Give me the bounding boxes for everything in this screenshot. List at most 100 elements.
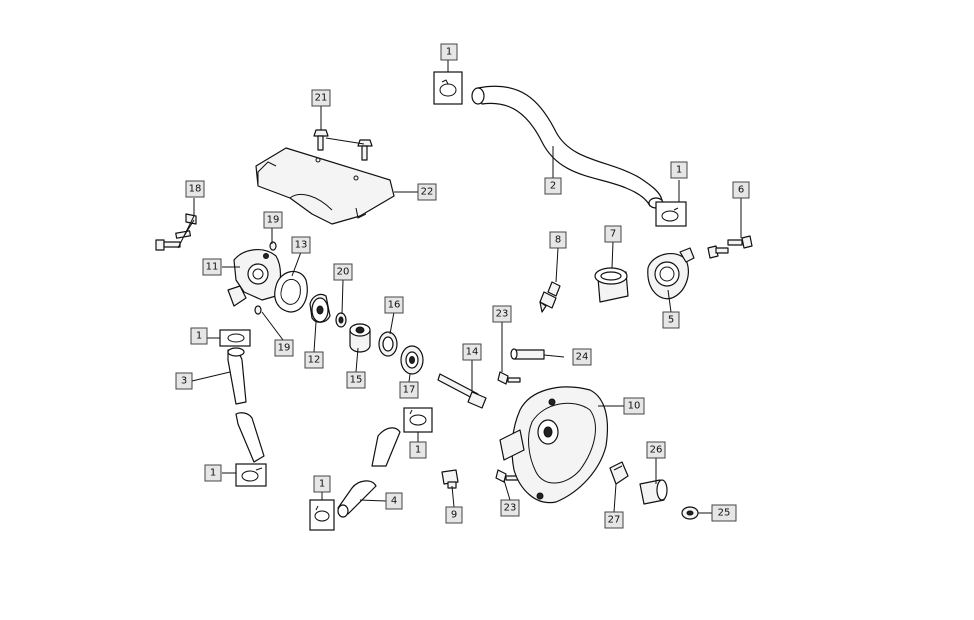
label-text-26: 26 [650,445,663,456]
part-23-screws [495,371,521,483]
label-26: 26 [646,441,666,459]
part-21-screws [313,129,373,161]
part-12-impeller [309,293,331,323]
label-18: 18 [185,180,205,198]
part-1-clamp-mid [403,407,433,433]
label-15: 15 [346,371,366,389]
label-1-left-upper: 1 [190,327,208,345]
part-18-bolts [155,213,197,251]
label-text-1-bottom: 1 [319,479,325,490]
part-8-sensor [539,281,561,313]
label-21: 21 [311,89,331,107]
label-3: 3 [175,372,193,390]
label-text-8: 8 [555,235,561,246]
part-1-clamp-right [655,201,687,227]
label-text-25: 25 [718,508,731,519]
part-22-cover [255,147,395,225]
label-11: 11 [202,258,222,276]
label-12: 12 [304,351,324,369]
part-5-thermostat-cover [647,247,695,300]
part-16-bearing [378,331,398,357]
label-text-2: 2 [550,181,556,192]
label-5: 5 [662,311,680,329]
part-1-clamp-bottom [309,499,335,531]
part-13-gasket [274,270,308,313]
part-1-clamp-top [433,71,463,105]
label-4: 4 [385,492,403,510]
label-19-bottom: 19 [274,339,294,357]
part-3-hose [227,347,265,463]
label-text-1-right: 1 [676,165,682,176]
label-text-14: 14 [466,347,479,358]
part-7-thermostat [594,267,629,303]
part-26-bushing [639,479,668,505]
part-10-housing [499,386,609,504]
label-text-27: 27 [608,515,621,526]
label-25: 25 [711,504,737,522]
part-17-bearing [400,345,424,375]
label-text-1-mid: 1 [415,445,421,456]
label-text-17: 17 [403,385,416,396]
part-6-bolts [707,235,753,259]
label-1-mid: 1 [409,441,427,459]
part-20-washer [335,312,347,328]
label-text-23-top: 23 [496,309,509,320]
label-text-23-bottom: 23 [504,503,517,514]
label-8: 8 [549,231,567,249]
label-1-left-lower: 1 [204,464,222,482]
part-24-pipe [510,348,545,360]
label-22: 22 [417,183,437,201]
part-14-shaft [437,373,487,409]
label-text-20: 20 [337,267,350,278]
label-text-21: 21 [315,93,328,104]
label-1-top: 1 [440,43,458,61]
label-text-1-left-lower: 1 [210,468,216,479]
label-23-bottom: 23 [500,499,520,517]
part-labels: 1 2 1 6 21 22 18 19 13 11 20 19 12 16 15… [175,43,750,529]
label-text-19-bottom: 19 [278,343,291,354]
label-9: 9 [445,506,463,524]
label-text-16: 16 [388,300,401,311]
label-13: 13 [291,236,311,254]
label-16: 16 [384,296,404,314]
leader-lines [177,60,742,514]
label-text-11: 11 [206,262,219,273]
label-24: 24 [572,348,592,366]
label-text-24: 24 [576,352,589,363]
label-text-1-top: 1 [446,47,452,58]
label-2: 2 [544,177,562,195]
label-text-5: 5 [668,315,674,326]
label-23-top: 23 [492,305,512,323]
part-1-clamp-left-lower [235,463,267,487]
label-text-22: 22 [421,187,434,198]
label-text-7: 7 [610,229,616,240]
label-text-15: 15 [350,375,363,386]
label-text-1-left-upper: 1 [196,331,202,342]
label-text-19-top: 19 [267,215,280,226]
part-9-bolt [441,469,459,489]
label-text-4: 4 [391,496,397,507]
label-text-6: 6 [738,185,744,196]
part-25-washer [681,506,699,520]
label-text-9: 9 [451,510,457,521]
part-27-mount [609,461,629,485]
part-11-pump-housing [227,249,282,307]
part-4-hose [337,427,401,518]
label-7: 7 [604,225,622,243]
label-1-bottom: 1 [313,475,331,493]
label-text-3: 3 [181,376,187,387]
label-27: 27 [604,511,624,529]
label-19-top: 19 [263,211,283,229]
label-17: 17 [399,381,419,399]
label-text-10: 10 [628,401,641,412]
part-1-clamp-left-upper [219,329,251,347]
part-15-seal [349,323,371,353]
label-1-right: 1 [670,161,688,179]
label-10: 10 [623,397,645,415]
label-6: 6 [732,181,750,199]
label-14: 14 [462,343,482,361]
label-text-12: 12 [308,355,321,366]
label-text-13: 13 [295,240,308,251]
label-20: 20 [333,263,353,281]
